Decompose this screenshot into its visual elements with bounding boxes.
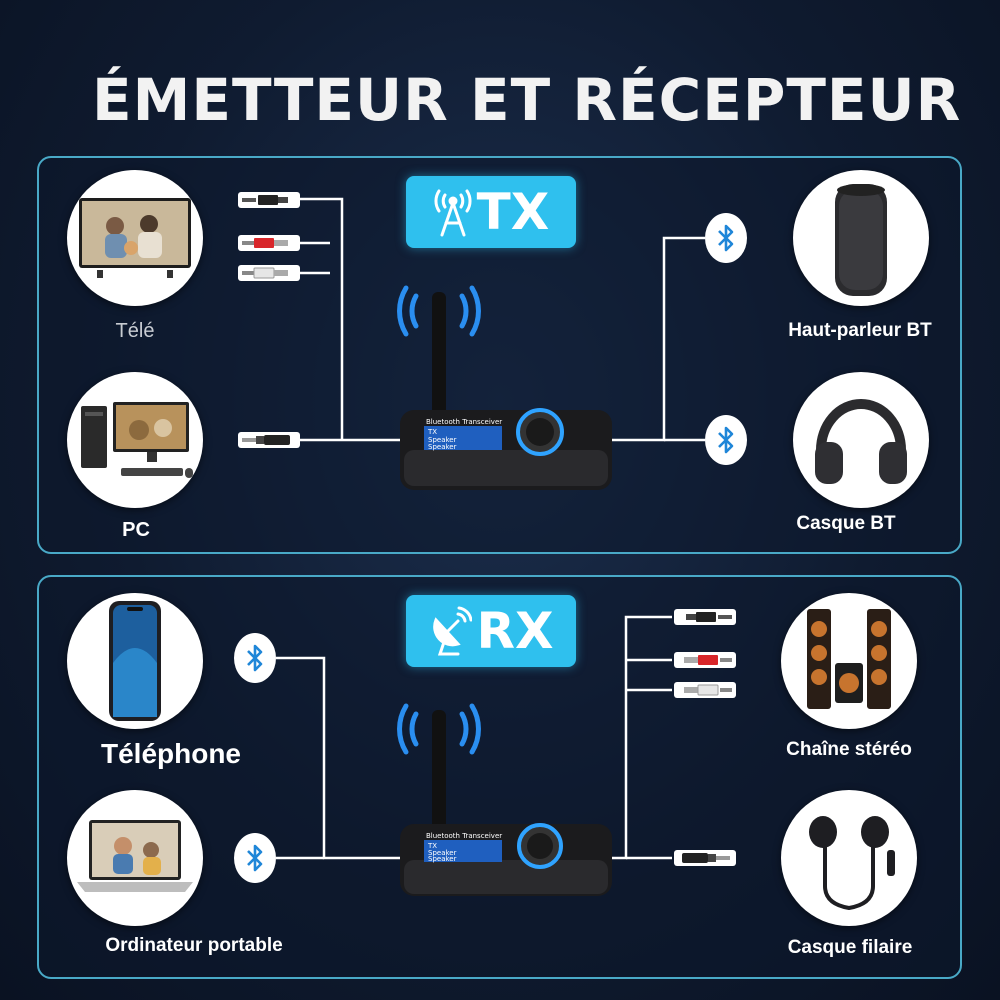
tx-device-brand: Bluetooth Transceiver (426, 418, 502, 426)
rx-screen-line3: Speaker (428, 855, 457, 863)
rca-red-cable-icon (674, 652, 736, 668)
rx-badge: RX (406, 595, 576, 667)
bluetooth-icon (247, 644, 263, 672)
antenna-tower-icon (434, 189, 472, 237)
bt-headphones-label: Casque BT (796, 513, 896, 534)
bt-headphones-image (793, 372, 929, 508)
rx-badge-label: RX (476, 602, 554, 660)
tx-screen-line3: Speaker (428, 443, 457, 451)
tx-badge: TX (406, 176, 576, 248)
rx-screen-line2: Speaker (428, 849, 457, 857)
pc-image (67, 372, 203, 508)
rca-white-cable-icon (674, 682, 736, 698)
stereo-image (781, 593, 917, 729)
tx-transceiver-device: Bluetooth Transceiver TX Speaker Speaker (397, 285, 612, 490)
bt-speaker-label: Haut-parleur BT (788, 320, 932, 341)
satellite-dish-icon (433, 606, 473, 656)
wired-earphones-image (781, 790, 917, 926)
bluetooth-node-speaker (705, 213, 747, 263)
tv-image (67, 170, 203, 306)
optical-cable-icon (674, 609, 736, 625)
rx-device-brand: Bluetooth Transceiver (426, 832, 502, 840)
bluetooth-icon (718, 426, 734, 454)
bluetooth-node-phone (234, 633, 276, 683)
phone-image (67, 593, 203, 729)
rx-transceiver-device: Bluetooth Transceiver TX Speaker Speaker (397, 703, 612, 896)
wifi-waves-icon (397, 703, 481, 755)
bluetooth-node-headphones (705, 415, 747, 465)
rca-red-cable-icon (238, 235, 300, 251)
page-title: ÉMETTEUR ET RÉCEPTEUR (92, 66, 962, 134)
bluetooth-node-laptop (234, 833, 276, 883)
tx-screen-line2: Speaker (428, 436, 457, 444)
bluetooth-icon (247, 844, 263, 872)
optical-cable-icon (238, 192, 300, 208)
tx-screen-line1: TX (427, 428, 437, 436)
laptop-image (67, 790, 203, 926)
rx-screen-line1: TX (427, 842, 437, 850)
wired-earphones-label: Casque filaire (787, 937, 913, 958)
aux-cable-icon (674, 850, 736, 866)
phone-label: Téléphone (100, 738, 242, 769)
tx-badge-label: TX (476, 183, 550, 241)
bluetooth-icon (718, 224, 734, 252)
pc-label: PC (122, 519, 150, 541)
wifi-waves-icon (397, 285, 481, 337)
stereo-label: Chaîne stéréo (786, 739, 912, 760)
rca-white-cable-icon (238, 265, 300, 281)
laptop-label: Ordinateur portable (105, 935, 283, 956)
bt-speaker-image (793, 170, 929, 306)
tv-label: Télé (115, 320, 155, 342)
aux-cable-icon (238, 432, 300, 448)
